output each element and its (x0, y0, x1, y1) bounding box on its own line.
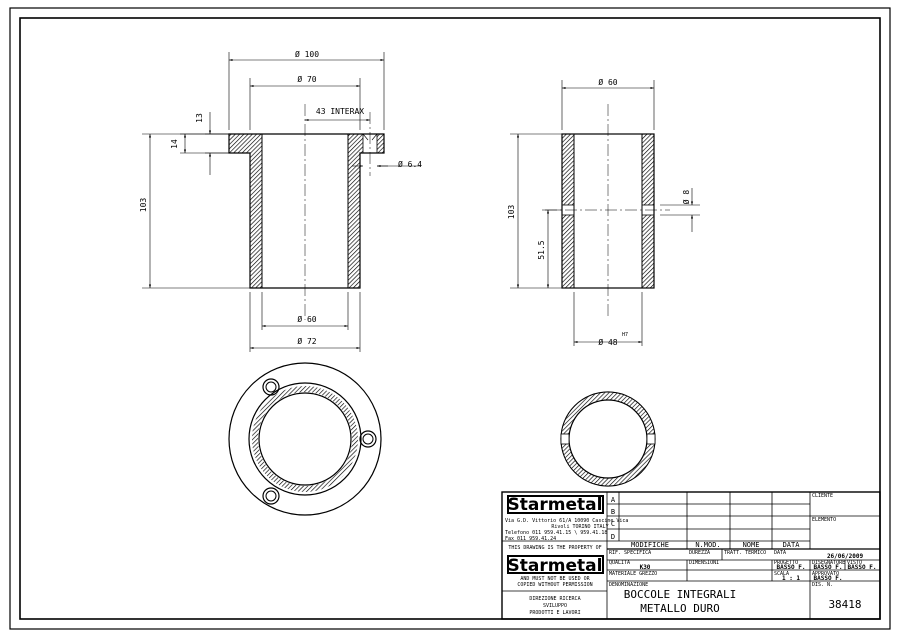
tolerance-h7: H7 (622, 332, 628, 338)
dim-d60-bore: Ø 60 (297, 314, 316, 324)
column-nmod: N.MOD. (695, 541, 720, 549)
fax-line: Fax 011 959.41.24 (505, 536, 556, 542)
label-approvato: APPROVATO (812, 571, 839, 577)
label-visto: VISTO (847, 560, 862, 566)
label-elemento: ELEMENTO (812, 517, 836, 523)
revision-b: B (611, 508, 615, 516)
column-modifiche: MODIFICHE (631, 541, 669, 549)
revision-a: A (611, 496, 616, 504)
label-durezza: DUREZZA (689, 550, 710, 556)
label-materiale: MATERIALE GREZZO (609, 571, 657, 577)
label-progetto: PROGETTO (774, 560, 798, 566)
dim-d100: Ø 100 (295, 49, 319, 59)
address-line-1: Via G.D. Vittorio 61/A 10090 Cascine Vic… (505, 518, 628, 524)
label-denominazione: DENOMINAZIONE (609, 582, 648, 588)
dept-line-1: DIREZIONE RICERCA (529, 596, 580, 602)
dim-d70: Ø 70 (297, 74, 316, 84)
side-view-dimensions (510, 80, 700, 346)
side-view-plain-bush (545, 104, 670, 316)
property-notice-2: AND MUST NOT BE USED OR (520, 576, 590, 582)
phone-line: Telefono 011 959.41.15 \ 959.41.18 (505, 530, 607, 536)
part-title-line-1: BOCCOLE INTEGRALI (624, 588, 737, 601)
label-dimensioni: DIMENSIONI (689, 560, 719, 566)
top-view-plain-bush (560, 391, 656, 487)
dept-line-2: SVILUPPO (543, 603, 567, 609)
dim-h14: 14 (170, 139, 179, 149)
property-notice-3: COPIED WITHOUT PERMISSION (517, 582, 592, 588)
dim-d8: Ø 8 (681, 190, 691, 205)
person-disegnatore: BASSO F. (814, 564, 843, 571)
drawing-date: 26/06/2009 (827, 553, 864, 560)
person-approvato: BASSO F. (814, 575, 843, 582)
top-view-flanged-bush (228, 362, 382, 516)
company-logo-top: Starmetal (507, 495, 604, 515)
property-notice-1: THIS DRAWING IS THE PROPERTY OF (508, 545, 601, 551)
svg-text:Starmetal: Starmetal (508, 495, 603, 515)
dept-line-3: PRODOTTI E LAVORI (529, 610, 580, 616)
dim-d48: Ø 48 (598, 337, 617, 347)
label-data: DATA (774, 550, 786, 556)
revision-d: D (611, 533, 615, 541)
label-disegnatore: DISEGNATORE (812, 560, 845, 566)
inner-frame (19, 17, 881, 620)
dim-interax: 43 INTERAX (316, 107, 364, 116)
part-title-line-2: METALLO DURO (640, 602, 719, 615)
outer-frame (9, 7, 891, 630)
label-cliente: CLIENTE (812, 493, 833, 499)
front-view-flanged-bush (228, 104, 385, 320)
label-dis-n: DIS. N. (812, 582, 833, 588)
dim-h515: 51.5 (537, 240, 546, 259)
label-scala: SCALA (774, 571, 789, 577)
dim-d72: Ø 72 (297, 336, 316, 346)
label-rif-specifica: RIF. SPECIFICA (609, 550, 651, 556)
drawing-number: 38418 (828, 598, 861, 611)
label-tratt-termico: TRATT. TERMICO (724, 550, 766, 556)
dim-h13: 13 (195, 113, 204, 123)
label-qualita: QUALITA (609, 560, 630, 566)
column-data: DATA (783, 541, 801, 549)
column-nome: NOME (743, 541, 760, 549)
person-visto: BASSO F. (848, 564, 877, 571)
revision-c: C (611, 520, 615, 528)
title-block (501, 491, 881, 620)
person-progetto: BASSO F. (777, 564, 806, 571)
dim-d60-outer: Ø 60 (598, 77, 617, 87)
company-logo-bottom: Starmetal (507, 555, 604, 576)
dim-h103-front: 103 (139, 198, 148, 213)
dim-d64: Ø 6.4 (398, 159, 422, 169)
svg-text:Starmetal: Starmetal (508, 556, 603, 576)
material-quality: K30 (640, 564, 651, 571)
dim-h103-side: 103 (507, 205, 516, 220)
drawing-scale: 1 : 1 (782, 575, 800, 582)
address-line-2: Rivoli TORINO ITALY (551, 524, 608, 530)
front-view-dimensions (142, 52, 420, 352)
